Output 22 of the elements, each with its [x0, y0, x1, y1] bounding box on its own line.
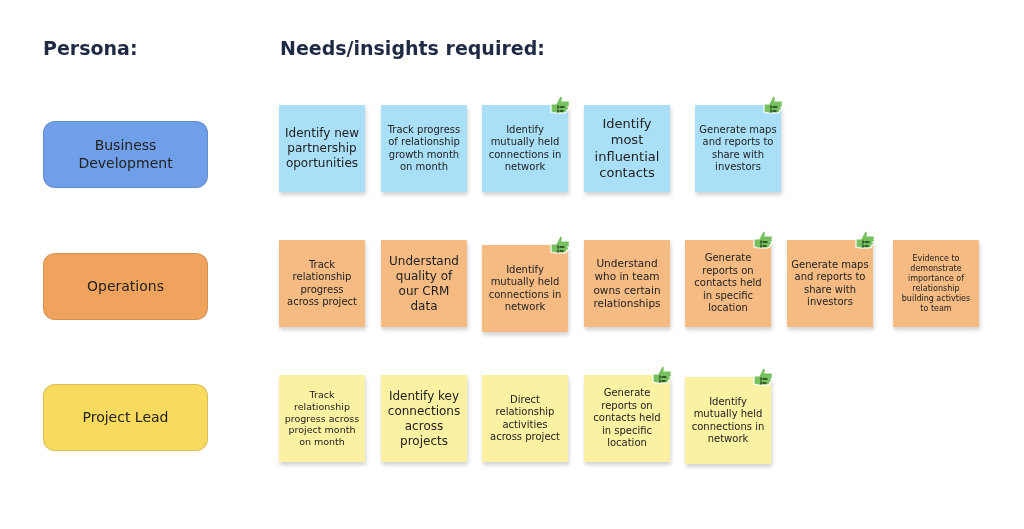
sticky-note: Generate maps and reports to share with investors [695, 105, 781, 192]
persona-box: Business Development [43, 121, 208, 188]
column-heading: Needs/insights required: [280, 37, 545, 59]
sticky-note: Identify mutually held connections in network [685, 377, 771, 464]
sticky-note: Generate reports on contacts held in specific location [685, 240, 771, 327]
sticky-note: Understand quality of our CRM data [381, 240, 467, 327]
persona-box: Operations [43, 253, 208, 320]
sticky-note: Identify new partnership oportunities [279, 105, 365, 192]
sticky-note: Generate reports on contacts held in specific location [584, 375, 670, 462]
sticky-note: Track progress of relationship growth month on month [381, 105, 467, 192]
sticky-note: Track relationship progress across project [279, 240, 365, 327]
sticky-note: Understand who in team owns certain relationships [584, 240, 670, 327]
sticky-note: Identify most influential contacts [584, 105, 670, 192]
sticky-note: Track relationship progress across project month on month [279, 375, 365, 462]
persona-box: Project Lead [43, 384, 208, 451]
column-heading: Persona: [43, 37, 138, 59]
sticky-note: Identify mutually held connections in network [482, 245, 568, 332]
sticky-note: Generate maps and reports to share with investors [787, 240, 873, 327]
sticky-note: Direct relationship activities across project [482, 375, 568, 462]
sticky-note: Evidence to demonstrate importance of relationship building activties to team [893, 240, 979, 327]
sticky-note: Identify mutually held connections in network [482, 105, 568, 192]
sticky-note: Identify key connections across projects [381, 375, 467, 462]
